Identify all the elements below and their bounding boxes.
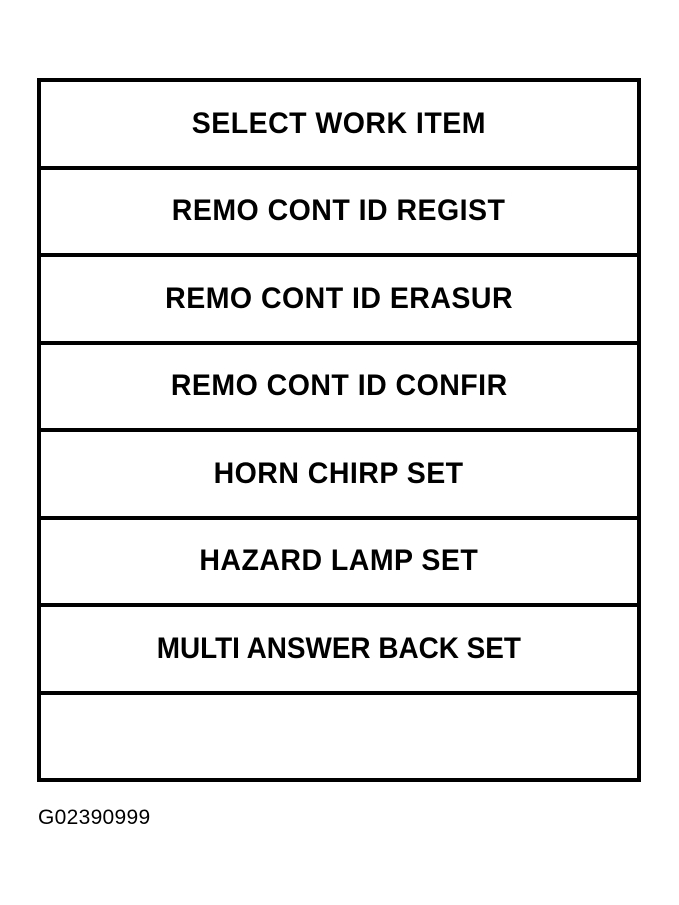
menu-item-label: REMO CONT ID ERASUR [165, 281, 513, 315]
menu-item-horn-chirp-set[interactable]: HORN CHIRP SET [41, 432, 637, 520]
menu-item-label: HORN CHIRP SET [214, 456, 464, 490]
menu-item-label: MULTI ANSWER BACK SET [156, 631, 522, 665]
menu-item-label: REMO CONT ID CONFIR [170, 369, 508, 403]
figure-caption: G02390999 [38, 806, 151, 829]
menu-item-remo-cont-id-regist[interactable]: REMO CONT ID REGIST [41, 169, 637, 257]
select-work-item-menu: SELECT WORK ITEM REMO CONT ID REGIST REM… [37, 78, 641, 782]
menu-item-hazard-lamp-set[interactable]: HAZARD LAMP SET [41, 519, 637, 607]
menu-item-remo-cont-id-erasur[interactable]: REMO CONT ID ERASUR [41, 257, 637, 345]
menu-item-multi-answer-back-set[interactable]: MULTI ANSWER BACK SET [41, 607, 637, 695]
menu-item-remo-cont-id-confir[interactable]: REMO CONT ID CONFIR [41, 344, 637, 432]
menu-empty-row[interactable] [41, 694, 637, 778]
menu-item-label: REMO CONT ID REGIST [172, 194, 506, 228]
menu-item-label: HAZARD LAMP SET [199, 544, 479, 578]
menu-header-row: SELECT WORK ITEM [41, 82, 637, 170]
menu-header-label: SELECT WORK ITEM [191, 106, 487, 140]
